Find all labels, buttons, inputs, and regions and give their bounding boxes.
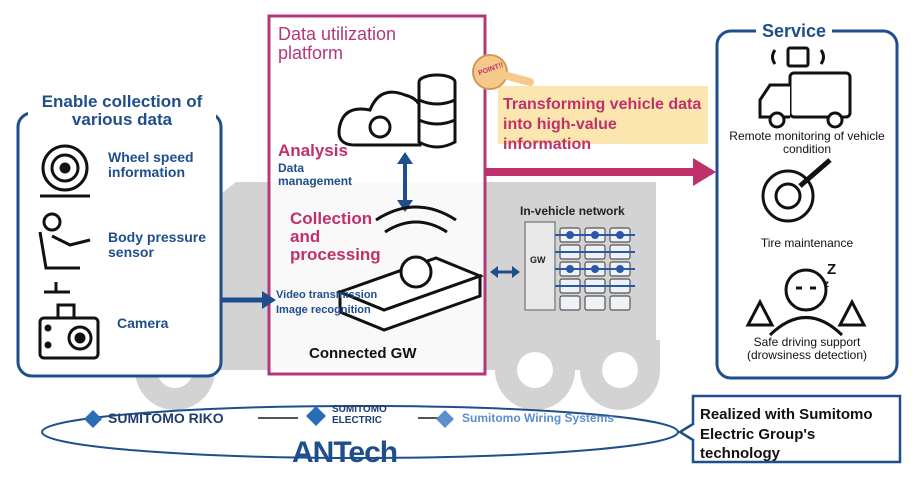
callout-box [498,86,708,144]
service-title: Service [756,22,833,41]
truck-monitor-icon [758,46,852,129]
collection-label: Collection and processing [290,209,381,264]
antech-logo: ANTech [292,436,398,469]
gateway-device-icon [335,205,485,332]
company-sumitomo-electric: SUMITOMO ELECTRIC [332,404,387,426]
company-sumitomo-wiring: Sumitomo Wiring Systems [462,411,614,425]
image-recognition-label: Image recognition [276,304,371,316]
video-transmission-label: Video transmission [276,289,378,301]
callout-text: Transforming vehicle data into high-valu… [503,96,702,153]
safe-driving-label: Safe driving support (drowsiness detecti… [746,335,868,362]
realized-text: Realized with Sumitomo Electric Group's … [700,406,873,462]
wheel-icon [40,144,90,198]
seat-icon [38,212,91,294]
remote-monitoring-label: Remote monitoring of vehicle condition [729,129,885,156]
camera-icon [38,303,100,360]
tire-wrench-icon [761,158,832,223]
zz-glyph: Z [827,261,837,278]
zz-glyph-small: z [824,279,829,290]
realized-box-frame [677,394,902,464]
analysis-label: Analysis [278,141,348,160]
wheel-speed-label: Wheel speed information [108,149,194,180]
platform-title: Data utilization platform [278,24,397,63]
drowsy-driver-icon [745,268,867,337]
body-pressure-label: Body pressure sensor [108,229,207,260]
cloud-database-icon [337,73,457,149]
tire-maintenance-label: Tire maintenance [760,236,854,250]
network-icon [524,221,635,311]
company-logo-marks [84,406,454,428]
company-sumitomo-riko: SUMITOMO RIKO [108,410,224,426]
left-panel-title: Enable collection of various data [28,93,216,129]
network-gw-label: GW [530,255,546,265]
network-title: In-vehicle network [520,204,625,218]
camera-label: Camera [117,315,169,331]
data-management-label: Data management [278,161,353,188]
connected-gw-label: Connected GW [309,345,417,362]
